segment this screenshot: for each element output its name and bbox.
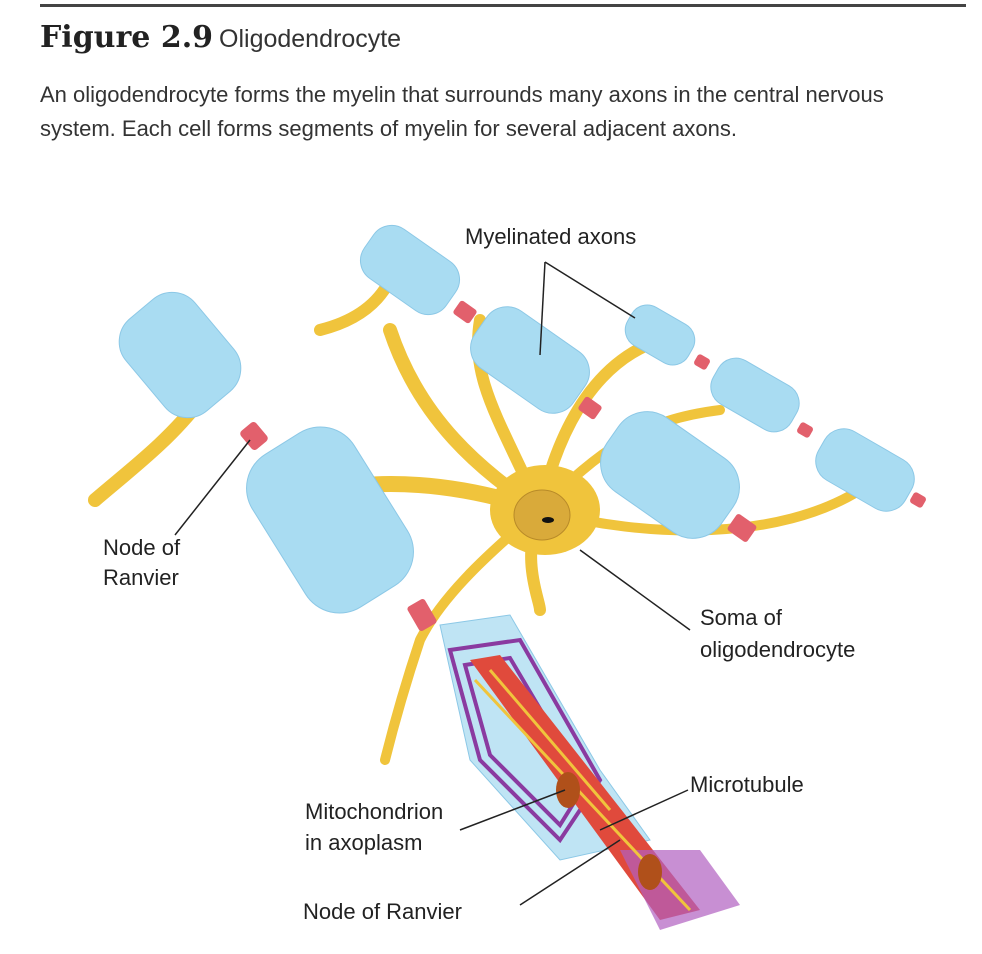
figure-caption: An oligodendrocyte forms the myelin that…: [40, 82, 884, 141]
mitochondrion-1: [556, 772, 580, 808]
mitochondrion-2: [638, 854, 662, 890]
label-myelinated-axons: Myelinated axons: [465, 224, 637, 249]
label-node-of-ranvier-bottom: Node of Ranvier: [303, 899, 462, 924]
label-mitochondrion-2: in axoplasm: [305, 830, 423, 855]
myelin-segments: [118, 224, 915, 614]
label-node-of-ranvier-left-2: Ranvier: [103, 565, 179, 590]
soma: [490, 465, 600, 555]
nodes-of-ranvier: [240, 300, 926, 632]
figure-number: Figure 2.9: [40, 20, 214, 55]
label-soma-2: oligodendrocyte: [700, 637, 856, 662]
axon-cross-section: [439, 614, 740, 930]
top-rule: [40, 4, 966, 7]
label-microtubule: Microtubule: [690, 772, 804, 797]
label-soma-1: Soma of: [700, 605, 782, 630]
leader-lines: [174, 261, 691, 906]
label-mitochondrion-1: Mitochondrion: [305, 799, 444, 824]
label-node-of-ranvier-left-1: Node of: [103, 535, 181, 560]
figure-name: Oligodendrocyte: [219, 25, 402, 53]
